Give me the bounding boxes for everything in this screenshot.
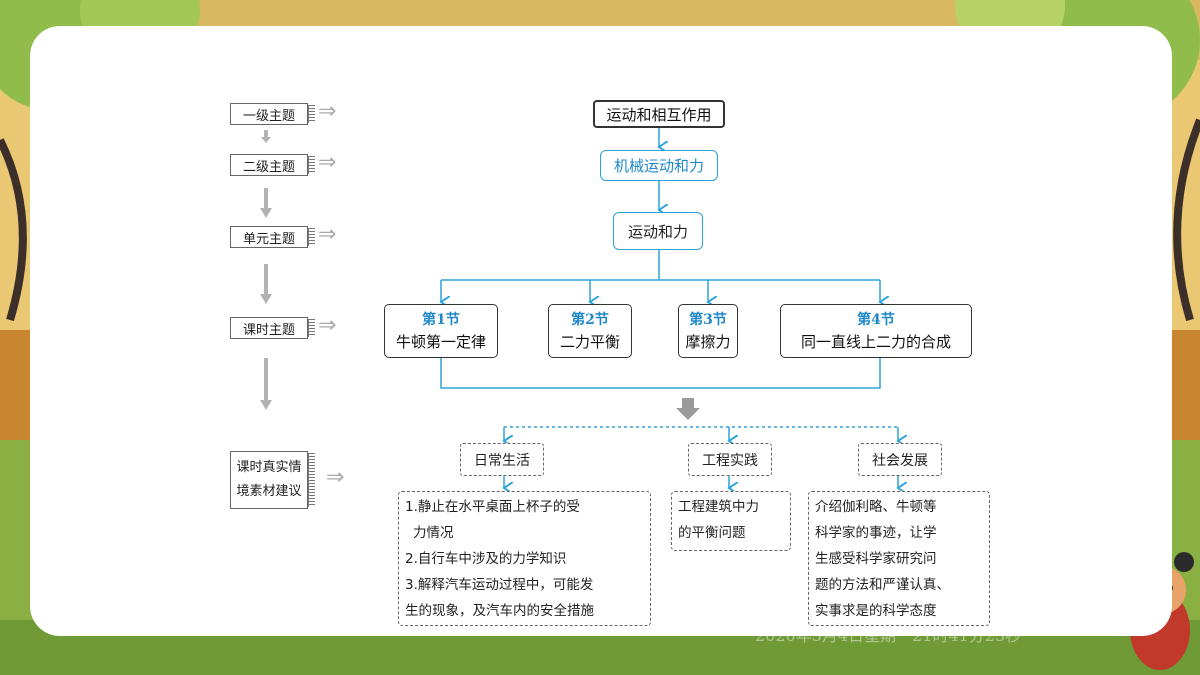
level-label: 一级主题 xyxy=(242,108,295,124)
detail-line: 1.静止在水平桌面上杯子的受 xyxy=(405,499,580,515)
context-category-daily-life: 日常生活 xyxy=(460,443,544,476)
section-title: 同一直线上二力的合成 xyxy=(800,333,951,351)
binder-spine xyxy=(308,105,315,123)
category-label: 日常生活 xyxy=(474,452,530,469)
section-node-3: 第3节 摩擦力 xyxy=(678,304,738,358)
binder-spine xyxy=(308,453,315,507)
binder-spine xyxy=(308,319,315,337)
second-level-label: 机械运动和力 xyxy=(613,157,704,175)
detail-line: 2.自行车中涉及的力学知识 xyxy=(405,551,567,567)
level-label-line1: 课时真实情 xyxy=(236,460,302,475)
level-label-line2: 境素材建议 xyxy=(236,484,302,499)
level-label: 单元主题 xyxy=(242,231,295,247)
detail-line: 工程建筑中力 xyxy=(678,499,759,515)
double-right-arrow-icon: ⇒ xyxy=(318,99,337,124)
double-right-arrow-icon: ⇒ xyxy=(318,313,337,338)
section-node-4: 第4节 同一直线上二力的合成 xyxy=(780,304,972,358)
detail-line: 生感受科学家研究问 xyxy=(815,551,937,567)
section-number: 第3节 xyxy=(689,312,727,328)
level-unit-theme: 单元主题 xyxy=(230,226,308,248)
root-node: 运动和相互作用 xyxy=(593,100,725,128)
timestamp-watermark: 2020年5月4日星期一21时41分25秒 xyxy=(755,626,1022,645)
level-secondary-theme: 二级主题 xyxy=(230,154,308,176)
root-label: 运动和相互作用 xyxy=(606,105,712,124)
second-level-node: 机械运动和力 xyxy=(600,150,718,181)
section-title: 二力平衡 xyxy=(559,333,620,351)
binder-spine xyxy=(308,156,315,174)
level-primary-theme: 一级主题 xyxy=(230,103,308,125)
level-label: 二级主题 xyxy=(242,159,295,175)
binder-spine xyxy=(308,228,315,246)
double-right-arrow-icon: ⇒ xyxy=(318,150,337,175)
level-lesson-theme: 课时主题 xyxy=(230,317,308,339)
unit-label: 运动和力 xyxy=(627,222,688,241)
detail-box-social: 介绍伽利略、牛顿等 科学家的事迹，让学 生感受科学家研究问 题的方法和严谨认真、… xyxy=(808,491,990,626)
detail-line: 力情况 xyxy=(413,525,454,541)
section-number: 第2节 xyxy=(571,312,609,328)
section-node-1: 第1节 牛顿第一定律 xyxy=(384,304,498,358)
detail-line: 的平衡问题 xyxy=(678,525,746,541)
section-number: 第4节 xyxy=(857,312,895,328)
detail-line: 实事求是的科学态度 xyxy=(815,603,937,619)
detail-box-daily-life: 1.静止在水平桌面上杯子的受 力情况 2.自行车中涉及的力学知识 3.解释汽车运… xyxy=(398,491,651,626)
section-title: 牛顿第一定律 xyxy=(395,333,486,351)
section-number: 第1节 xyxy=(422,312,460,328)
double-right-arrow-icon: ⇒ xyxy=(326,465,345,490)
double-right-arrow-icon: ⇒ xyxy=(318,222,337,247)
detail-line: 3.解释汽车运动过程中，可能发 xyxy=(405,577,594,593)
category-label: 工程实践 xyxy=(702,452,758,469)
level-label: 课时主题 xyxy=(242,322,295,338)
level-context-suggestion: 课时真实情 境素材建议 xyxy=(230,451,308,509)
context-category-social: 社会发展 xyxy=(858,443,942,476)
detail-line: 科学家的事迹，让学 xyxy=(815,525,937,541)
section-node-2: 第2节 二力平衡 xyxy=(548,304,632,358)
context-category-engineering: 工程实践 xyxy=(688,443,772,476)
detail-box-engineering: 工程建筑中力 的平衡问题 xyxy=(671,491,791,551)
detail-line: 生的现象，及汽车内的安全措施 xyxy=(405,603,594,619)
gray-down-arrow xyxy=(676,398,700,420)
detail-line: 介绍伽利略、牛顿等 xyxy=(815,499,937,515)
section-title: 摩擦力 xyxy=(685,333,731,351)
detail-line: 题的方法和严谨认真、 xyxy=(815,577,950,593)
category-label: 社会发展 xyxy=(872,452,928,469)
unit-node: 运动和力 xyxy=(613,212,703,250)
